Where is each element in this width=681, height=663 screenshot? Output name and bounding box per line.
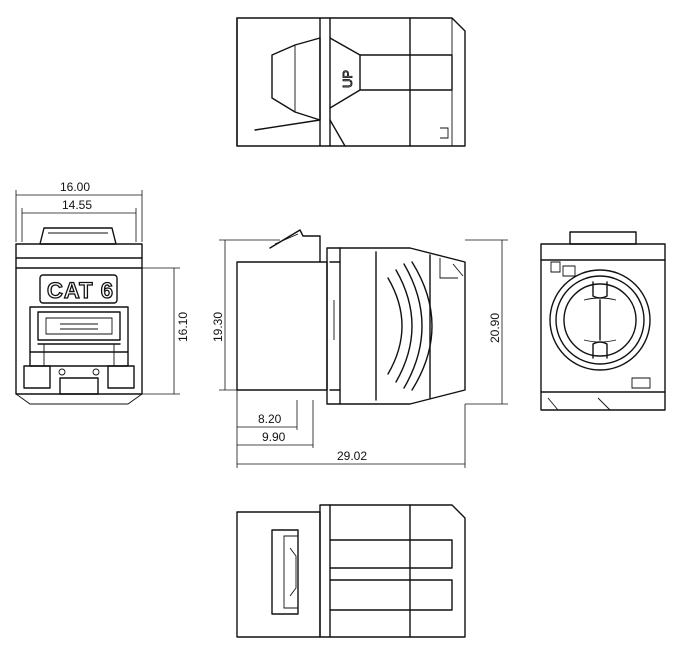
side-overall-height-dimension: 20.90 [488, 313, 502, 343]
side-view: 19.30 20.90 8.20 9.90 29.0 [211, 229, 508, 468]
cat6-label: CAT 6 [47, 278, 114, 303]
rear-view [540, 231, 666, 411]
side-height-dimension: 19.30 [211, 312, 225, 342]
up-mark-text: UP [340, 70, 355, 88]
depth-a-dimension: 8.20 [258, 412, 282, 426]
depth-b-dimension: 9.90 [262, 430, 286, 444]
front-inner-width-dimension: 14.55 [62, 198, 92, 212]
bottom-view [236, 504, 466, 638]
front-view: 16.00 14.55 CAT 6 16.10 [15, 180, 190, 405]
front-height-dimension: 16.10 [176, 312, 190, 342]
overall-length-dimension: 29.02 [337, 449, 367, 463]
top-view: UP [236, 17, 466, 147]
front-width-dimension: 16.00 [60, 180, 90, 194]
up-orientation-mark: UP [340, 69, 356, 88]
